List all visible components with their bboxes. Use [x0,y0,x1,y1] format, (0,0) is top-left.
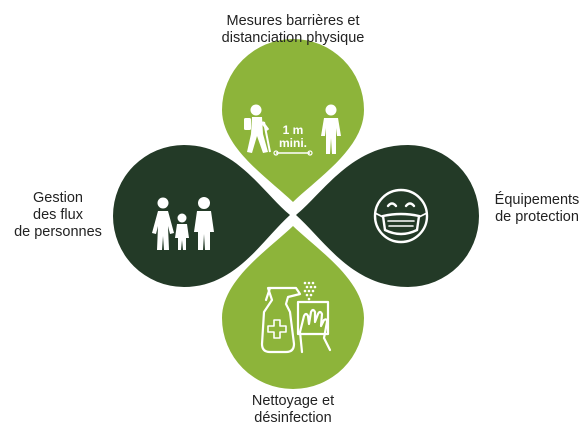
label-line: des flux [33,207,83,223]
face-mask-icon [373,188,429,244]
label-gestion-flux: Gestion des flux de personnes [2,190,114,241]
label-line: distanciation physique [221,30,365,46]
label-line: de personnes [14,224,102,240]
label-line: de protection [495,209,579,225]
petal-top [222,39,364,202]
label-line: Mesures barrières et [226,13,360,29]
label-equipements: Équipements de protection [487,192,587,226]
distance-unit-min: mini. [279,136,307,150]
spray-and-cleaning-icon [260,281,332,354]
label-distanciation: Mesures barrières et distanciation physi… [193,13,393,47]
label-line: Nettoyage et [251,393,335,409]
distance-value: 1 m [283,123,304,137]
social-distance-icon: 1 m mini. [244,104,341,156]
label-nettoyage: Nettoyage et désinfection [203,393,383,427]
label-line: Gestion [33,190,83,206]
label-line: Équipements [494,192,580,208]
family-icon [152,197,214,250]
spray-mist-icon [303,281,317,301]
label-line: désinfection [254,410,332,426]
